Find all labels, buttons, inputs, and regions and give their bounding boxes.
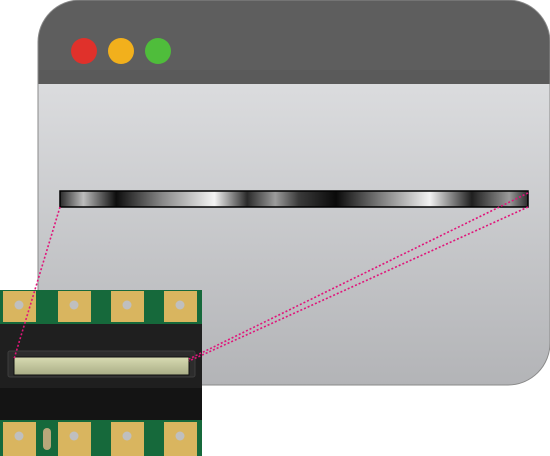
chip-body-shade (0, 388, 202, 420)
pad-hole (175, 431, 185, 441)
titlebar-shade (38, 70, 550, 84)
pad-hole (122, 431, 132, 441)
window-outline-top (37, 0, 550, 386)
connector-right-upper (188, 192, 529, 360)
chip-bottom-pads (3, 422, 197, 456)
pad-hole (14, 431, 24, 441)
pad-hole (122, 300, 132, 310)
minimize-button[interactable] (108, 38, 134, 64)
sensor-readout-strip (59, 190, 529, 208)
sensor-chip (0, 290, 202, 456)
chip-top-pads (3, 291, 197, 322)
pad-hole (175, 300, 185, 310)
pad-hole (69, 431, 79, 441)
close-button[interactable] (71, 38, 97, 64)
connector-left (13, 206, 61, 360)
pin-one-marker (43, 428, 51, 450)
magnification-connectors (13, 192, 529, 362)
sensor-window (13, 356, 190, 376)
pad-hole (69, 300, 79, 310)
maximize-button[interactable] (145, 38, 171, 64)
pad-hole (14, 300, 24, 310)
